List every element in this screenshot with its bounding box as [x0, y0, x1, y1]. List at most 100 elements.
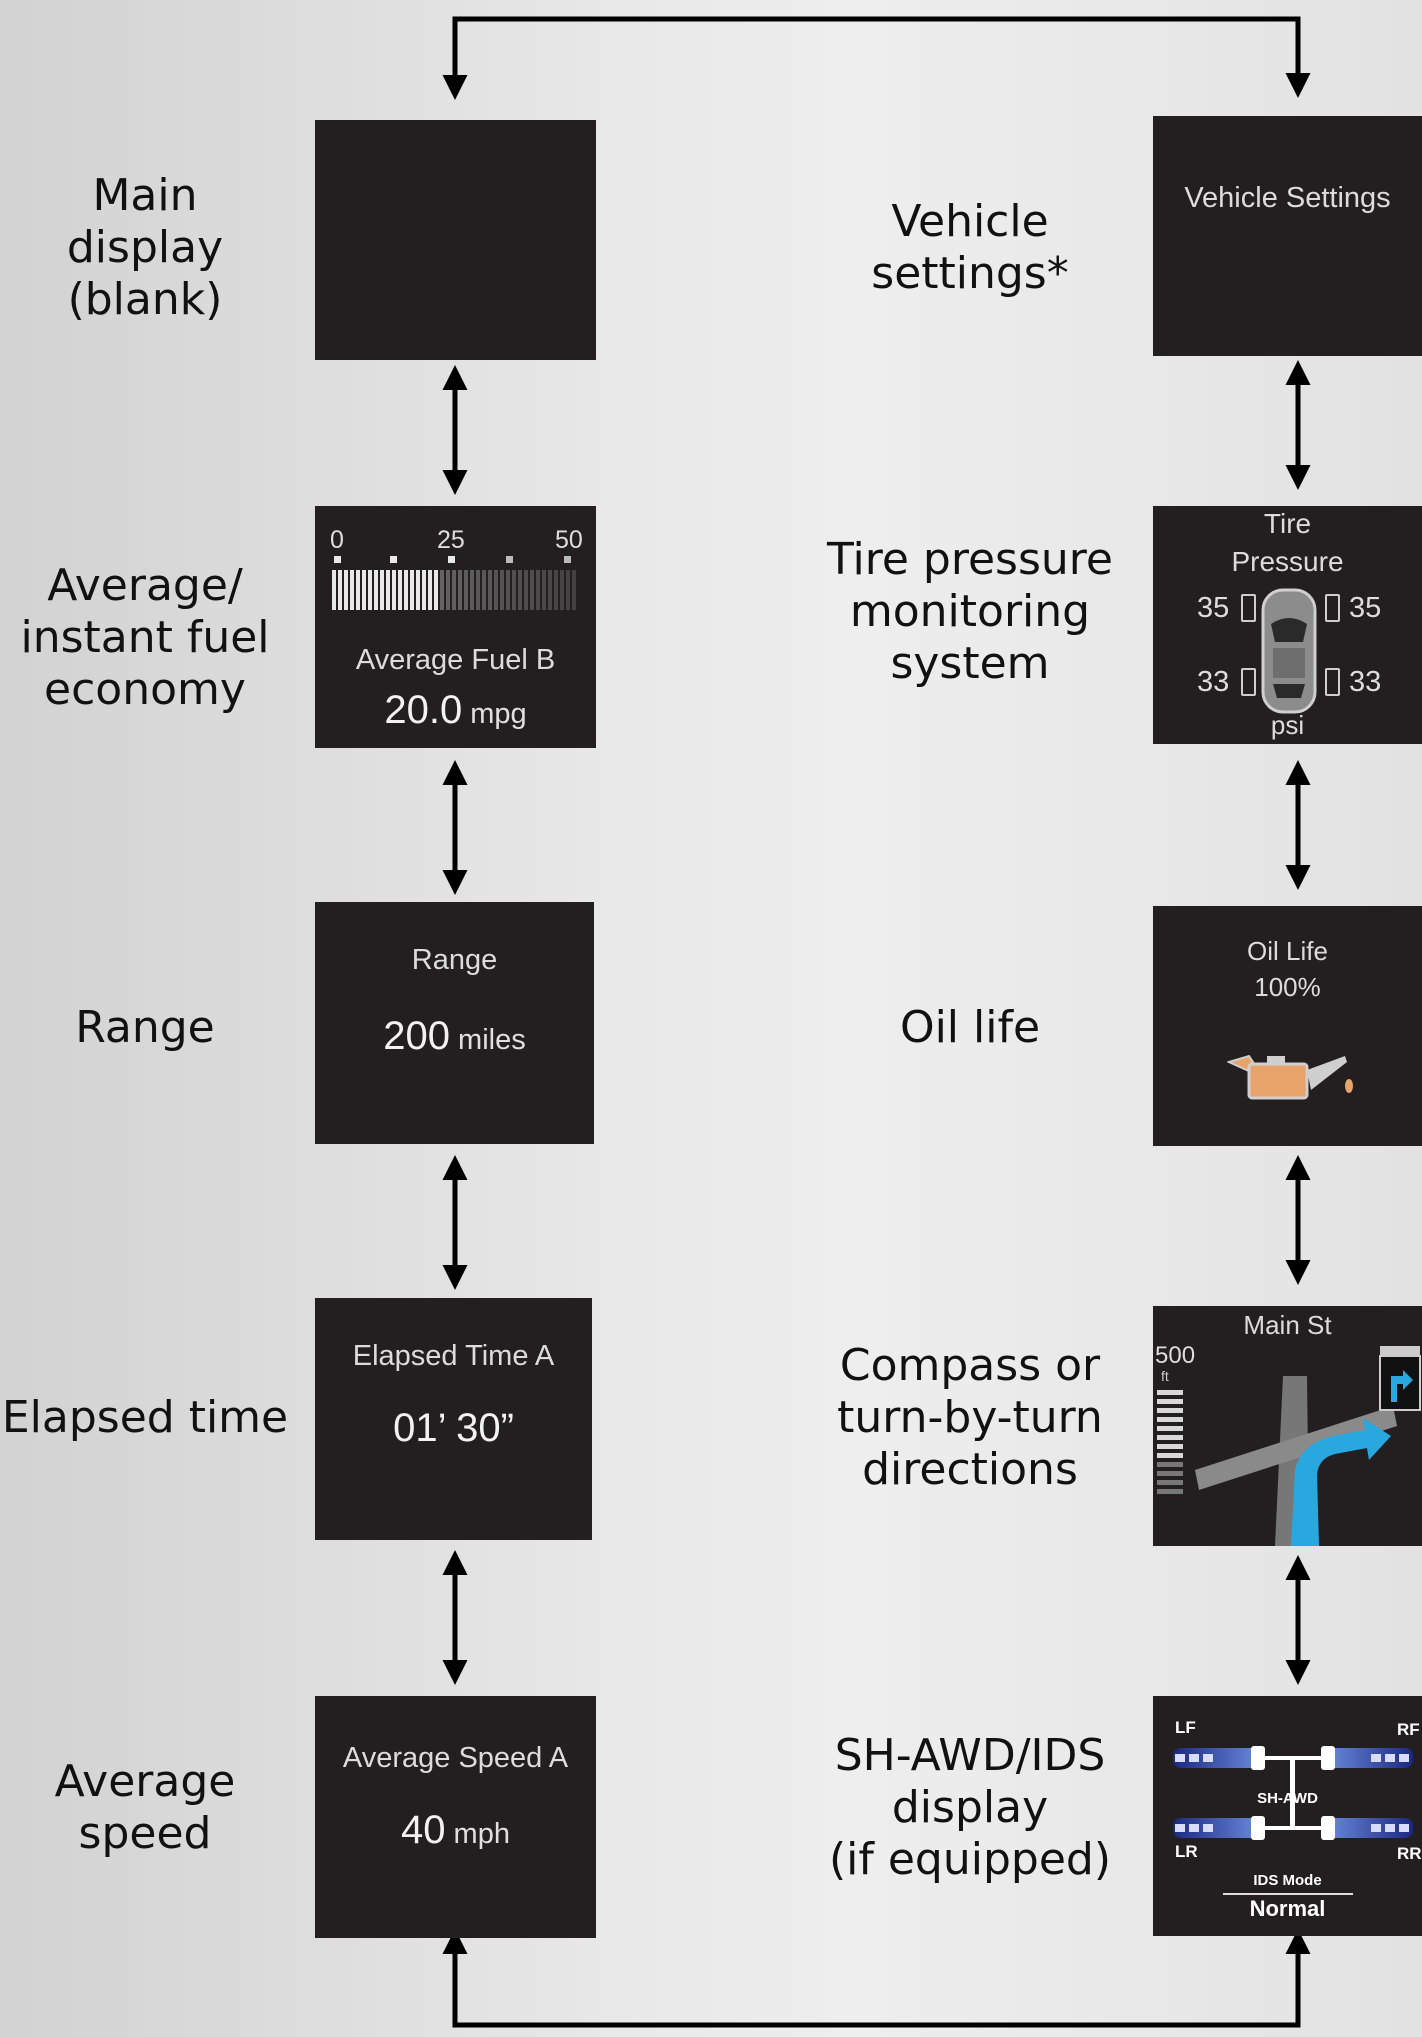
- fuel-gauge: [332, 556, 576, 610]
- tire-rear-right-icon: [1325, 668, 1340, 696]
- bottom-loop-connector: [442, 1929, 1311, 2028]
- fuel-scale-min: 0: [330, 526, 344, 554]
- oil-can-icon: [1227, 1054, 1353, 1100]
- elapsed-time-screen: Elapsed Time A 01’ 30”: [315, 1298, 592, 1540]
- fuel-gauge-bar: [368, 570, 372, 610]
- tire-pressure-screen: Tire Pressure 35 35 33 33 psi: [1153, 506, 1422, 744]
- fuel-gauge-bar: [332, 570, 336, 610]
- fuel-gauge-bar: [338, 570, 342, 610]
- awd-rf: RF: [1397, 1720, 1420, 1739]
- fuel-gauge-bar: [392, 570, 396, 610]
- fuel-gauge-bar: [536, 570, 540, 610]
- fuel-gauge-bar: [422, 570, 426, 610]
- label-elapsed-time: Elapsed time: [1, 1392, 289, 1443]
- top-loop-connector: [442, 16, 1311, 100]
- nav-distance: 500: [1155, 1342, 1196, 1369]
- route-map: [1195, 1376, 1397, 1546]
- label-main-display: Main display (blank): [66, 170, 224, 325]
- fuel-gauge-bar: [380, 570, 384, 610]
- fuel-gauge-bar: [506, 570, 510, 610]
- fuel-gauge-bar: [548, 570, 552, 610]
- fuel-gauge-bar: [404, 570, 408, 610]
- fuel-gauge-bar: [428, 570, 432, 610]
- label-average-speed: Average speed: [54, 1756, 236, 1859]
- label-tire-pressure: Tire pressure monitoring system: [827, 534, 1113, 689]
- fuel-gauge-bar: [446, 570, 450, 610]
- label-sh-awd: SH-AWD/IDS display (if equipped): [828, 1730, 1111, 1885]
- tire-rear-left-icon: [1241, 668, 1256, 696]
- distance-bar-icon: [1157, 1390, 1183, 1494]
- ids-mode-label: IDS Mode: [1253, 1872, 1322, 1889]
- fuel-scale-mid: 25: [437, 526, 465, 554]
- nav-street: Main St: [1243, 1310, 1332, 1340]
- fuel-gauge-bar: [350, 570, 354, 610]
- oil-title: Oil Life: [1247, 936, 1328, 966]
- tire-front-right-icon: [1325, 594, 1340, 622]
- fuel-gauge-bar: [434, 570, 438, 610]
- awd-lf: LF: [1175, 1718, 1196, 1737]
- fuel-gauge-bar: [386, 570, 390, 610]
- tire-front-right: 35: [1349, 592, 1382, 624]
- range-value: 200: [383, 1014, 451, 1058]
- fuel-gauge-bar: [458, 570, 462, 610]
- awd-lr: LR: [1175, 1842, 1198, 1861]
- awd-rr: RR: [1397, 1844, 1422, 1863]
- fuel-gauge-bar: [572, 570, 576, 610]
- fuel-gauge-bar: [494, 570, 498, 610]
- label-compass: Compass or turn-by-turn directions: [837, 1340, 1103, 1495]
- fuel-gauge-bar: [410, 570, 414, 610]
- speed-unit: mph: [453, 1818, 510, 1850]
- fuel-gauge-bar: [566, 570, 570, 610]
- fuel-gauge-bar: [512, 570, 516, 610]
- fuel-gauge-bar: [482, 570, 486, 610]
- fuel-gauge-bar: [344, 570, 348, 610]
- oil-life-screen: Oil Life 100%: [1153, 906, 1422, 1146]
- tire-title-line1: Tire: [1263, 508, 1312, 539]
- tire-front-left-icon: [1241, 594, 1256, 622]
- fuel-gauge-bar: [530, 570, 534, 610]
- fuel-gauge-bar: [476, 570, 480, 610]
- tire-rear-left: 33: [1197, 666, 1230, 698]
- fuel-gauge-bar: [452, 570, 456, 610]
- awd-system-label: SH-AWD: [1257, 1790, 1318, 1807]
- fuel-gauge-bar: [542, 570, 546, 610]
- navigation-screen: Main St 500 ft: [1153, 1306, 1422, 1546]
- label-vehicle-settings: Vehicle settings*: [871, 196, 1069, 299]
- label-fuel-economy: Average/ instant fuel economy: [20, 560, 270, 715]
- turn-right-icon: [1379, 1346, 1421, 1411]
- tire-front-left: 35: [1197, 592, 1230, 624]
- speed-value: 40: [401, 1808, 446, 1852]
- fuel-gauge-bar: [470, 570, 474, 610]
- ids-mode-divider: [1223, 1893, 1353, 1895]
- fuel-scale-max: 50: [555, 526, 583, 554]
- fuel-gauge-bar: [440, 570, 444, 610]
- fuel-gauge-bar: [500, 570, 504, 610]
- elapsed-value: 01’ 30”: [393, 1406, 514, 1450]
- drivetrain-diagram: [1173, 1746, 1413, 1840]
- car-top-view-icon: [1261, 588, 1317, 714]
- ids-mode-value: Normal: [1249, 1896, 1326, 1921]
- fuel-title: Average Fuel B: [355, 644, 556, 676]
- fuel-gauge-bar: [518, 570, 522, 610]
- fuel-value: 20.0: [384, 688, 463, 732]
- speed-title: Average Speed A: [342, 1742, 569, 1774]
- fuel-gauge-bar: [560, 570, 564, 610]
- oil-value: 100%: [1254, 972, 1321, 1002]
- tire-unit: psi: [1270, 710, 1305, 740]
- fuel-gauge-bar: [356, 570, 360, 610]
- fuel-gauge-bar: [464, 570, 468, 610]
- vehicle-settings-screen: Vehicle Settings: [1153, 116, 1422, 356]
- fuel-unit: mpg: [470, 698, 527, 730]
- fuel-gauge-bar: [524, 570, 528, 610]
- fuel-gauge-bar: [554, 570, 558, 610]
- range-title: Range: [411, 944, 498, 976]
- fuel-gauge-bar: [416, 570, 420, 610]
- tire-rear-right: 33: [1349, 666, 1382, 698]
- nav-distance-unit: ft: [1161, 1368, 1169, 1384]
- tire-title-line2: Pressure: [1231, 546, 1344, 577]
- elapsed-title: Elapsed Time A: [352, 1340, 555, 1372]
- label-range: Range: [75, 1002, 215, 1053]
